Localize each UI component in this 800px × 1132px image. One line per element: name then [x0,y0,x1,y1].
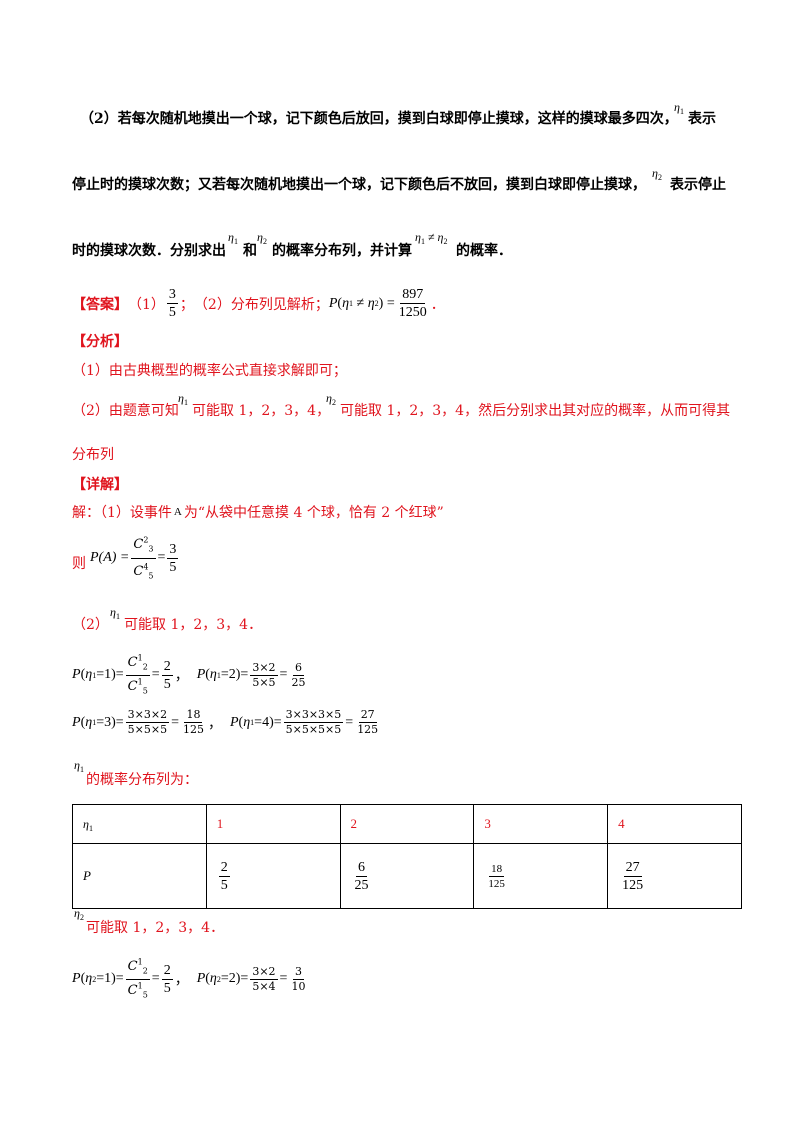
detail-part-2: （2） [72,617,109,633]
analysis-line-1: （1）由古典概型的概率公式直接求解即可； [72,363,347,379]
eta2-symbol: η2 [326,391,336,407]
distribution-label: 的概率分布列为： [86,772,198,788]
eta2-symbol: η2 [652,166,662,182]
eta2-symbol: η2 [257,230,267,246]
question-line-2-end: 表示停止 [670,177,726,193]
eta1-symbol: η1 [74,758,84,774]
eta-neq-expression: η1 ≠ η2 [415,230,448,246]
answer-label: 【答案】 [72,296,128,313]
question-line-3: 时的摸球次数．分别求出 [72,243,226,259]
analysis-line-3: 分布列 [72,447,114,463]
question-line-1-end: 表示 [688,111,716,127]
eta2-values-label: 可能取 1，2，3，4． [86,920,225,936]
pa-combination-fraction: C23 C45 [131,532,156,585]
eta1-symbol: η1 [228,230,238,246]
question-and: 和 [243,243,257,259]
question-line-2: 停止时的摸球次数；又若每次随机地摸出一个球，记下颜色后不放回，摸到白球即停止摸球… [72,177,646,193]
eta2-symbol: η2 [74,906,84,922]
analysis-label: 【分析】 [72,334,128,350]
eta1-symbol: η1 [178,391,188,407]
analysis-line-2: （2）由题意可知 [72,403,179,419]
detail-part-2-b: 可能取 1，2，3，4． [124,617,263,633]
detail-label: 【详解】 [72,477,128,493]
question-line-3-end: 的概率． [456,243,512,259]
eta1-symbol: η1 [110,605,120,621]
detail-line-1: 解：（1）设事件 A 为“从袋中任意摸 4 个球，恰有 2 个红球” [72,505,444,521]
question-line-3-b: 的概率分布列，并计算 [272,243,412,259]
then-label: 则 [72,556,86,572]
question-line-1: （2）若每次随机地摸出一个球，记下颜色后放回，摸到白球即停止摸球，这样的摸球最多… [80,111,678,127]
analysis-line-2-b: 可能取 1，2，3，4， [192,403,331,419]
eta1-symbol: η1 [674,100,684,116]
analysis-line-2-c: 可能取 1，2，3，4，然后分别求出其对应的概率，从而可得其 [340,403,731,419]
table-row: η1 1 2 3 4 [72,804,742,844]
